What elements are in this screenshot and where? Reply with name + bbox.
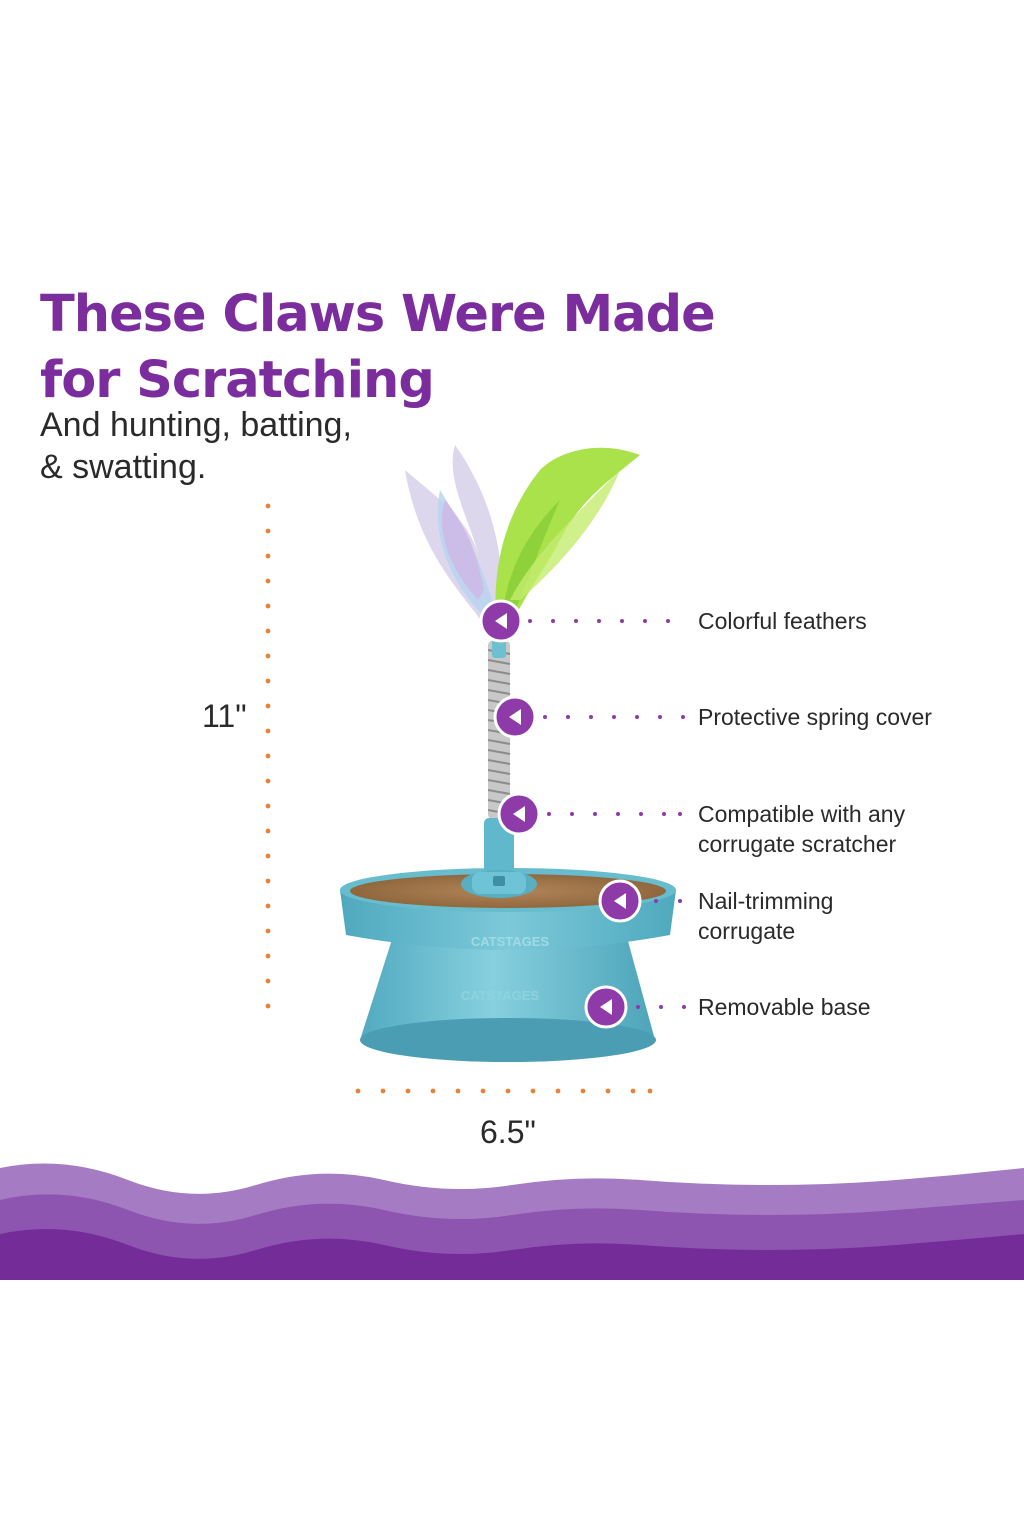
callout-label-compatible: Compatible with any corrugate scratcher [698,801,906,857]
subheadline-line-2: & swatting. [40,448,207,486]
headline-line-2: for Scratching [40,351,435,410]
callout-label-feathers: Colorful feathers [698,608,867,634]
feathers-icon [405,445,640,640]
removable-base-icon: CATSTAGES [360,930,656,1062]
callout-marker-corrugate [598,879,682,923]
subheadline: And hunting, batting, & swatting. [40,404,352,488]
callout-label-corrugate: Nail-trimming corrugate [698,888,834,944]
callout-marker-feathers [479,599,670,643]
callout-marker-compatible [497,792,682,836]
callout-label-base: Removable base [698,994,871,1020]
height-dimension-line [265,503,271,1009]
subheadline-line-1: And hunting, batting, [40,406,352,444]
width-dimension-label: 6.5" [480,1114,536,1150]
brand-mark-lower: CATSTAGES [461,988,540,1003]
height-dimension-label: 11" [202,698,247,734]
headline-line-1: These Claws Were Made [40,285,716,344]
callout-marker-spring [493,695,685,739]
decorative-waves [0,1163,1024,1280]
callout-marker-base [584,985,686,1029]
post-socket-icon [461,818,537,898]
brand-mark-upper: CATSTAGES [471,934,550,949]
width-dimension-line [355,1088,653,1094]
callout-label-spring: Protective spring cover [698,704,932,730]
headline: These Claws Were Made for Scratching [40,282,716,414]
